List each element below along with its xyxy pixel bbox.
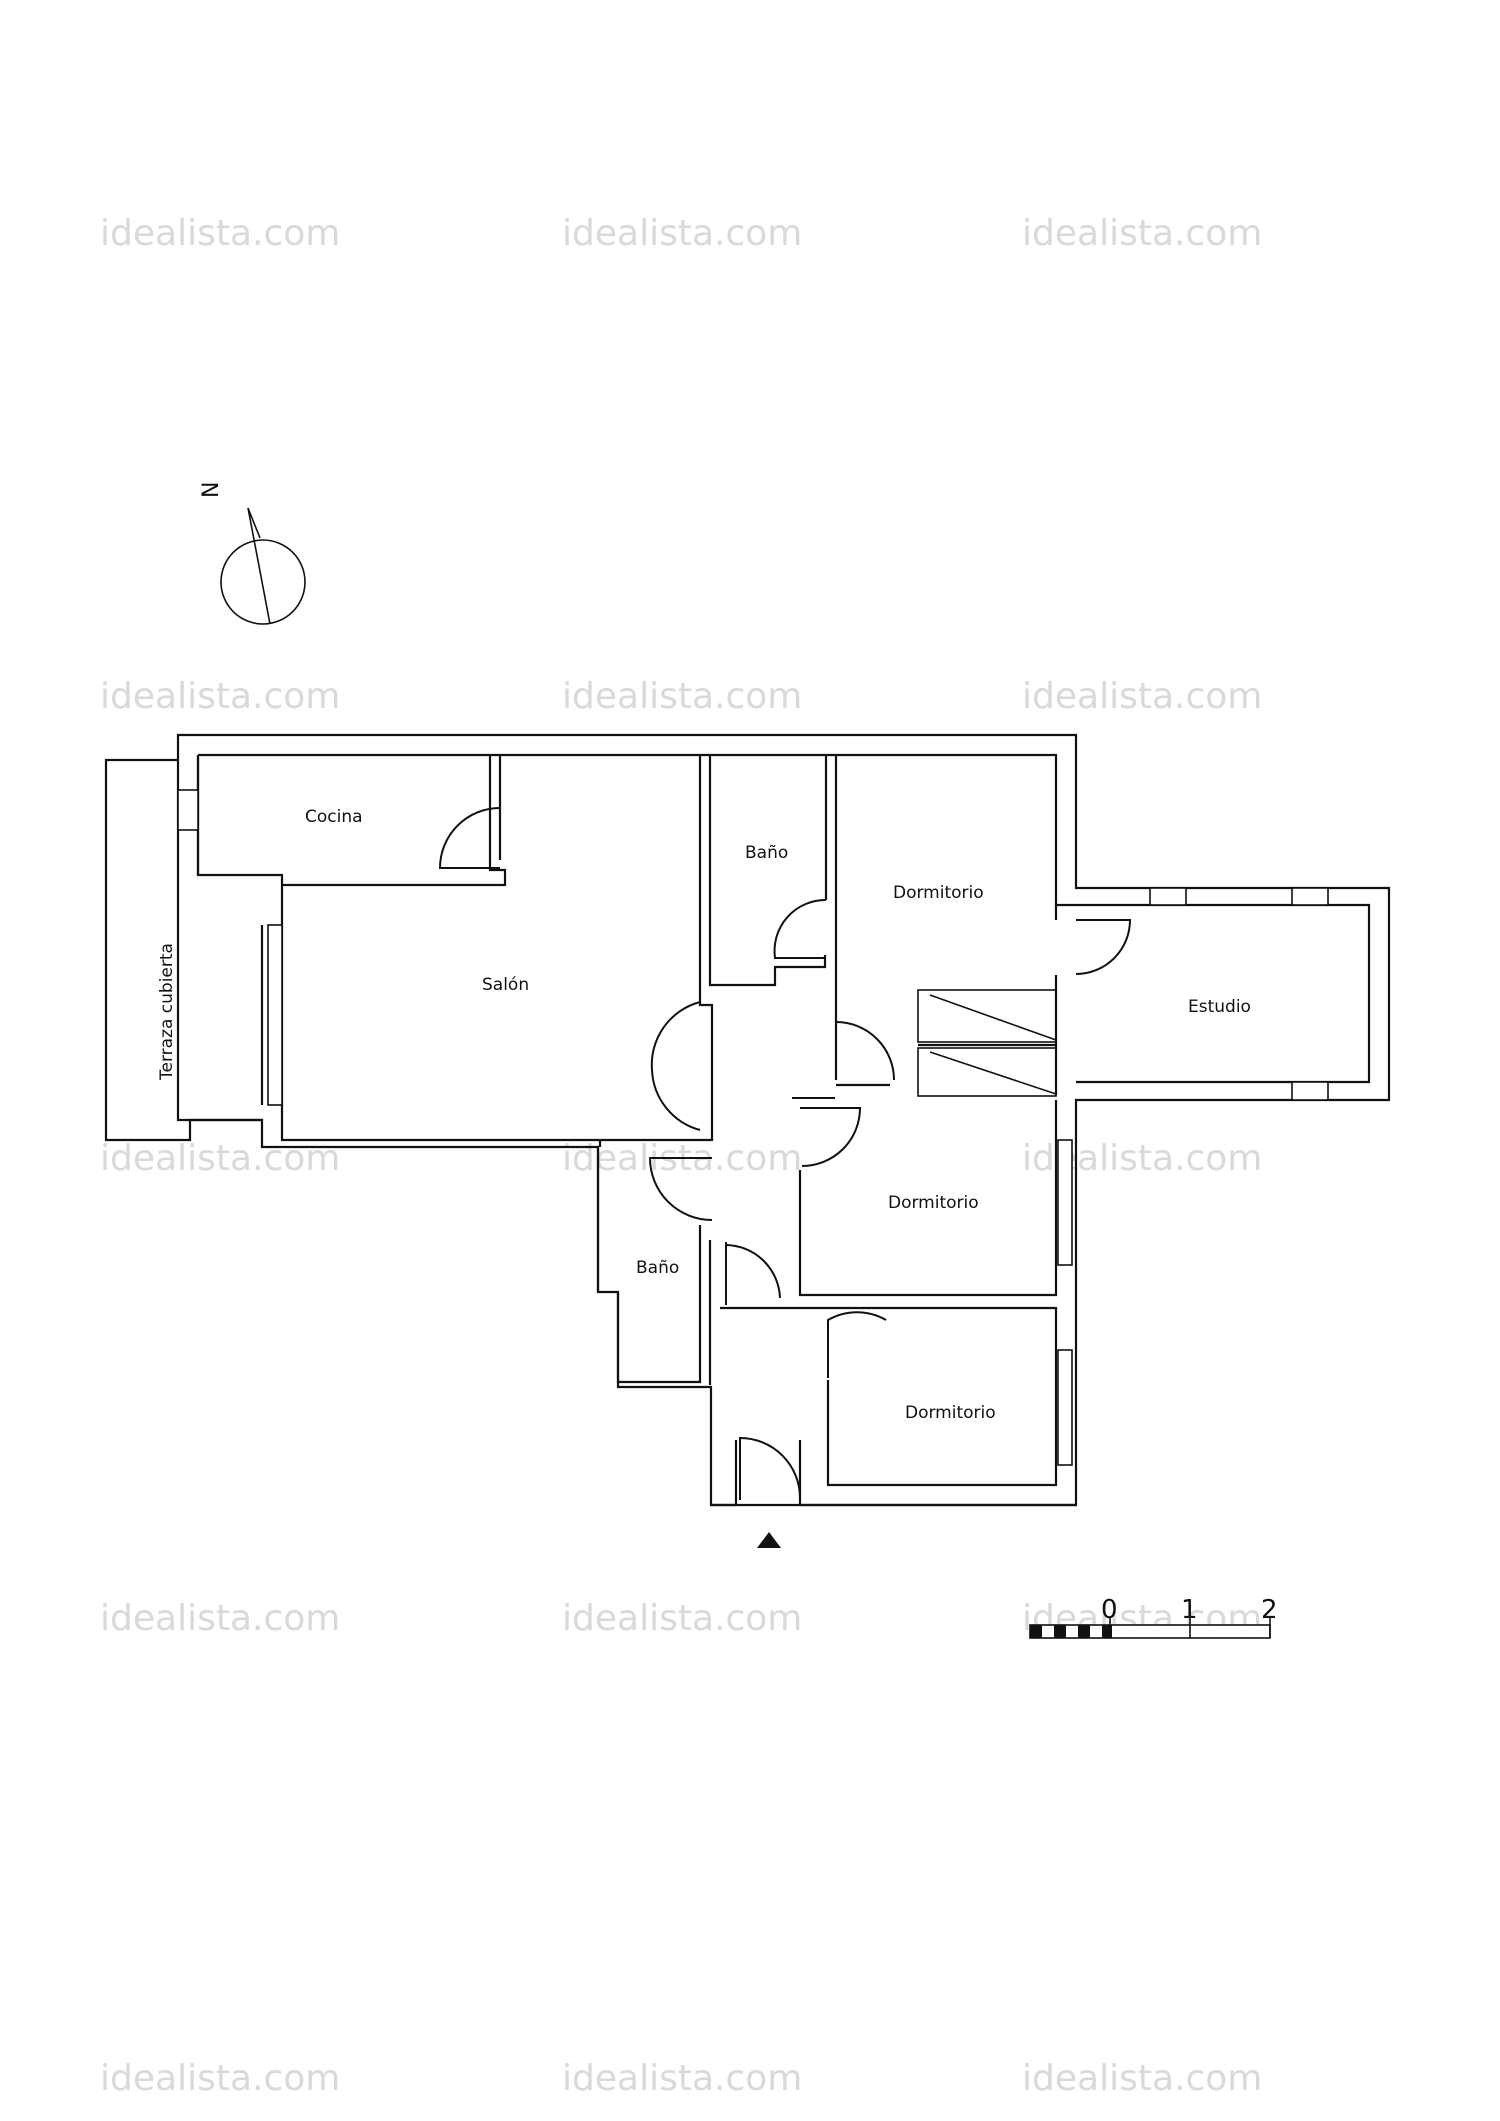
entrance (711, 1436, 1076, 1548)
scale-label-1: 1 (1181, 1595, 1198, 1625)
room-salon: Salón (260, 755, 714, 1147)
room-dormitorio-3: Dormitorio (720, 1306, 1073, 1487)
scale-bar-segment (1030, 1625, 1042, 1638)
bano-bottom-door-icon (648, 1157, 713, 1221)
watermark-layer: idealista.com idealista.com idealista.co… (100, 213, 1262, 2099)
dormitorio-1-door-icon (835, 1021, 895, 1081)
watermark: idealista.com (100, 2058, 340, 2099)
room-label-salon: Salón (482, 975, 529, 995)
compass-circle-icon (220, 539, 306, 625)
watermark: idealista.com (562, 2058, 802, 2099)
bano-top-door-icon (773, 898, 827, 959)
room-label-dormitorio-3: Dormitorio (905, 1403, 996, 1423)
room-cocina: Cocina (177, 755, 507, 887)
scale-bar: 0 1 2 (1029, 1595, 1278, 1639)
watermark: idealista.com (1022, 213, 1262, 254)
compass-north-label: N (199, 482, 224, 498)
watermark: idealista.com (562, 1598, 802, 1639)
salon-window-icon (267, 924, 283, 1106)
cocina-window-icon (177, 789, 199, 831)
closet-diagonal (929, 994, 1057, 1041)
closet-lower (917, 1047, 1057, 1097)
room-bano-bottom: Baño (596, 1147, 781, 1385)
scale-bar-segment (1054, 1625, 1066, 1638)
entrance-door-icon (739, 1436, 801, 1500)
room-label-dormitorio-1: Dormitorio (893, 883, 984, 903)
outer-wall (176, 733, 1391, 1507)
dormitorio-2-door-icon (792, 1097, 862, 1167)
salon-door-icon (650, 1001, 701, 1071)
room-label-bano-top: Baño (745, 843, 788, 863)
room-bano-top: Baño (708, 755, 838, 1080)
compass-arrow-icon (247, 507, 261, 539)
watermark: idealista.com (100, 1138, 340, 1179)
inner-wall (198, 753, 1371, 1084)
salon-door-icon (651, 1069, 701, 1131)
estudio-door-icon (1075, 919, 1132, 975)
bano-top-walls (708, 755, 838, 1080)
bano-bottom-walls (596, 1147, 712, 1385)
room-label-cocina: Cocina (305, 807, 363, 827)
watermark: idealista.com (100, 213, 340, 254)
compass-needle-icon (247, 507, 271, 625)
room-label-bano-bottom: Baño (636, 1258, 679, 1278)
hall-door-icon (725, 1242, 781, 1305)
room-estudio: Estudio (1149, 887, 1329, 1101)
scale-label-2: 2 (1261, 1595, 1278, 1625)
north-compass: N (199, 482, 306, 625)
estudio-window-icon (1291, 887, 1329, 906)
closets (917, 989, 1057, 1097)
watermark: idealista.com (562, 676, 802, 717)
room-label-terraza: Terraza cubierta (157, 943, 177, 1081)
dormitorio-2-walls (798, 1100, 1058, 1297)
watermark: idealista.com (562, 213, 802, 254)
dormitorio-1-walls (918, 905, 1058, 1095)
watermark: idealista.com (100, 1598, 340, 1639)
room-label-dormitorio-2: Dormitorio (888, 1193, 979, 1213)
scale-label-0: 0 (1101, 1595, 1118, 1625)
terraza-area: Terraza cubierta (104, 758, 262, 1142)
dormitorio-3-walls (720, 1306, 1058, 1487)
hall-doors (648, 1001, 862, 1221)
room-dormitorio-2: Dormitorio (798, 1100, 1073, 1297)
dormitorio-2-window-icon (1057, 1139, 1073, 1266)
watermark: idealista.com (1022, 676, 1262, 717)
estudio-window-icon (1149, 887, 1187, 906)
room-dormitorio-1: Dormitorio (835, 883, 1132, 1095)
dormitorio-3-door-icon (827, 1311, 887, 1378)
watermark: idealista.com (100, 676, 340, 717)
estudio-window-icon (1291, 1081, 1329, 1101)
scale-bar-segment (1078, 1625, 1090, 1638)
room-label-estudio: Estudio (1188, 997, 1251, 1017)
cocina-door-icon (438, 807, 501, 869)
closet-upper (917, 989, 1057, 1043)
closet-diagonal (929, 1051, 1057, 1095)
dormitorio-3-window-icon (1057, 1349, 1073, 1466)
watermark: idealista.com (1022, 2058, 1262, 2099)
scale-bar-segment (1102, 1625, 1112, 1638)
terraza-outline (104, 758, 262, 1142)
entrance-walls (711, 1440, 1076, 1507)
entrance-arrow-icon (757, 1532, 781, 1548)
